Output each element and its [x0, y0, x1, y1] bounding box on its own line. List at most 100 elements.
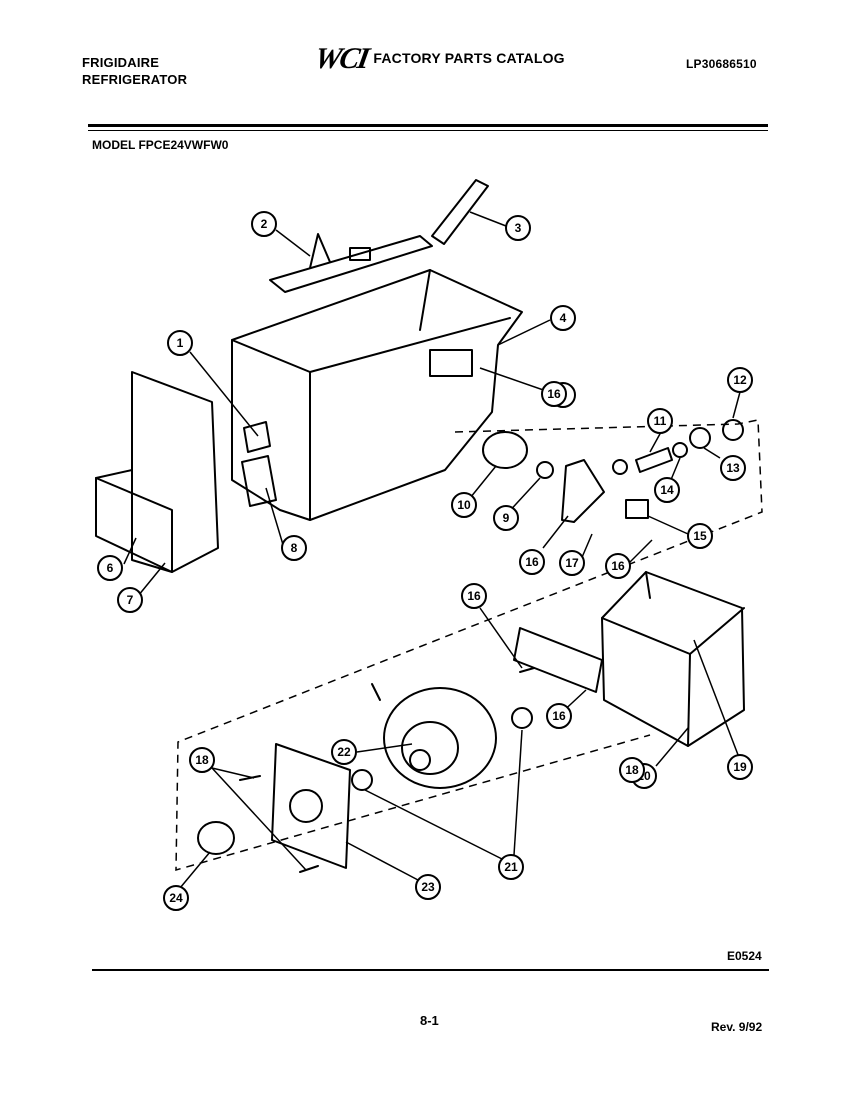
callout-16: 16: [461, 583, 487, 609]
callout-circle: [461, 583, 487, 609]
callout-3: 3: [505, 215, 531, 241]
callout-label: 16: [525, 555, 539, 569]
header-rule-thin: [88, 130, 768, 131]
callout-label: 10: [457, 498, 471, 512]
callout-label: 19: [733, 760, 747, 774]
washer-drawing: [672, 442, 688, 458]
callout-17: 17: [559, 550, 585, 576]
callout-circle: [546, 703, 572, 729]
callout-label: 13: [726, 461, 740, 475]
callout-circle: [117, 587, 143, 613]
callout-circle: [167, 330, 193, 356]
callout-10: 10: [451, 492, 477, 518]
callout-24: 24: [163, 885, 189, 911]
callout-circle: [498, 854, 524, 880]
spring-drawing: [536, 461, 554, 479]
callout-label: 18: [625, 763, 639, 777]
coil-spring-drawing: [722, 419, 744, 441]
motor-bracket-drawing: [271, 743, 351, 869]
callout-22: 22: [331, 739, 357, 765]
assembly-boundary: [175, 419, 763, 871]
callout-16: 16: [519, 549, 545, 575]
callout-11: 11: [647, 408, 673, 434]
callout-circle: [727, 367, 753, 393]
callout-label: 11: [654, 414, 667, 428]
gear-hub-drawing: [482, 431, 528, 469]
catalog-header: WCI FACTORY PARTS CATALOG: [312, 42, 565, 75]
bracket-drawing: [243, 421, 271, 453]
callout-1: 1: [167, 330, 193, 356]
callout-label: 14: [660, 483, 674, 497]
callout-16: 16: [605, 553, 631, 579]
callout-label: 9: [503, 511, 510, 525]
callout-label: 2: [261, 217, 268, 231]
callout-label: 3: [515, 221, 522, 235]
callout-15: 15: [687, 523, 713, 549]
callout-circle: [727, 754, 753, 780]
nut-drawing: [689, 427, 711, 449]
callout-label: 23: [421, 880, 435, 894]
callout-circle: [331, 739, 357, 765]
switch-drawing: [625, 499, 649, 519]
mount-plate-drawing: [561, 459, 605, 523]
callout-label: 1: [177, 336, 184, 350]
auger-bar-drawing: [269, 233, 433, 293]
callout-circle: [687, 523, 713, 549]
callout-circle: [163, 885, 189, 911]
footer-rule: [92, 969, 769, 971]
clip-drawing: [241, 455, 277, 507]
motor-housing-drawing: [601, 571, 745, 747]
cover-plate-drawing: [513, 627, 603, 693]
callout-label: 4: [560, 311, 567, 325]
product-type: REFRIGERATOR: [82, 72, 188, 87]
callout-18: 18: [619, 757, 645, 783]
callout-circle: [605, 553, 631, 579]
brand-block: FRIGIDAIRE REFRIGERATOR: [82, 54, 187, 88]
callout-12: 12: [727, 367, 753, 393]
callout-13: 13: [720, 455, 746, 481]
callout-14: 14: [654, 477, 680, 503]
callout-21: 21: [498, 854, 524, 880]
callout-label: 22: [337, 745, 351, 759]
callout-circle: [97, 555, 123, 581]
callout-label: 8: [291, 541, 298, 555]
leader-lines: [123, 211, 741, 889]
drive-motor-drawing: [371, 683, 497, 789]
callout-circle: [647, 408, 673, 434]
small-gear-drawing: [351, 769, 373, 791]
lever-drawing: [431, 179, 489, 245]
callout-label: 16: [467, 589, 481, 603]
callout-circle: [519, 549, 545, 575]
callout-circle: [451, 492, 477, 518]
callout-16: 16: [541, 381, 567, 407]
callout-label: 18: [195, 753, 209, 767]
callout-label: 24: [169, 891, 183, 905]
callout-label: 6: [107, 561, 114, 575]
callout-circle: [415, 874, 441, 900]
callout-circle: [505, 215, 531, 241]
callout-circle: [281, 535, 307, 561]
model-label: MODEL FPCE24VWFW0: [92, 138, 229, 152]
callout-circle: [550, 305, 576, 331]
callout-circle: [654, 477, 680, 503]
callout-label: 15: [693, 529, 707, 543]
callout-circle: [541, 381, 567, 407]
callout-label: 16: [552, 709, 566, 723]
front-panel-drawing: [95, 371, 219, 573]
part-number: LP30686510: [686, 57, 757, 71]
callout-circle: [493, 505, 519, 531]
callout-6: 6: [97, 555, 123, 581]
bushing-drawing: [612, 459, 628, 475]
callout-4: 4: [550, 305, 576, 331]
brand-name: FRIGIDAIRE: [82, 55, 160, 70]
catalog-title: FACTORY PARTS CATALOG: [373, 50, 565, 66]
callout-label: 16: [547, 387, 561, 401]
callout-label: 21: [504, 860, 518, 874]
revision-label: Rev. 9/92: [711, 1020, 763, 1034]
callout-circle: [720, 455, 746, 481]
page-number: 8-1: [420, 1013, 439, 1028]
part-callouts: 1234567891011121314151617161616191816222…: [97, 211, 753, 911]
diagram-code: E0524: [727, 949, 762, 963]
callout-16: 16: [546, 703, 572, 729]
